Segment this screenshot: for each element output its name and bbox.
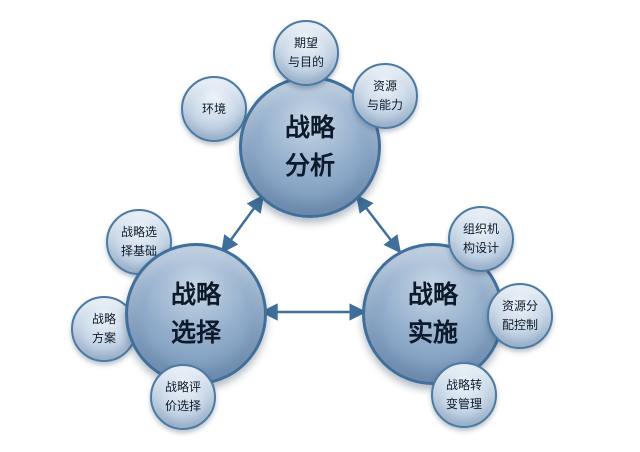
node-organization-design-label: 组织机 构设计: [462, 222, 499, 255]
node-strategy-implementation-label: 战略 实施: [407, 280, 458, 347]
node-expectation-goals: 期望 与目的: [273, 20, 339, 86]
arrow-analysis-implementation: [355, 194, 402, 254]
node-strategy-analysis-label: 战略 分析: [284, 113, 335, 180]
arrow-analysis-selection: [220, 194, 265, 254]
node-resources-capabilities: 资源 与能力: [352, 63, 418, 129]
node-selection-basis-label: 战略选 择基础: [120, 225, 157, 258]
node-evaluation-selection: 战略评 价选择: [150, 364, 216, 430]
node-resource-allocation-label: 资源分 配控制: [501, 299, 538, 332]
node-evaluation-selection-label: 战略评 价选择: [164, 380, 201, 413]
node-change-management-label: 战略转 变管理: [445, 378, 482, 411]
node-environment-label: 环境: [201, 101, 226, 116]
node-strategy-plan-label: 战略 方案: [91, 312, 116, 345]
node-strategy-selection-label: 战略 选择: [170, 280, 221, 347]
node-change-management: 战略转 变管理: [431, 362, 497, 428]
node-resources-capabilities-label: 资源 与能力: [366, 79, 403, 112]
node-strategy-selection: 战略 选择: [125, 243, 267, 385]
node-environment: 环境: [181, 76, 247, 142]
node-resource-allocation: 资源分 配控制: [487, 283, 553, 349]
node-expectation-goals-label: 期望 与目的: [287, 36, 324, 69]
node-organization-design: 组织机 构设计: [448, 206, 514, 272]
